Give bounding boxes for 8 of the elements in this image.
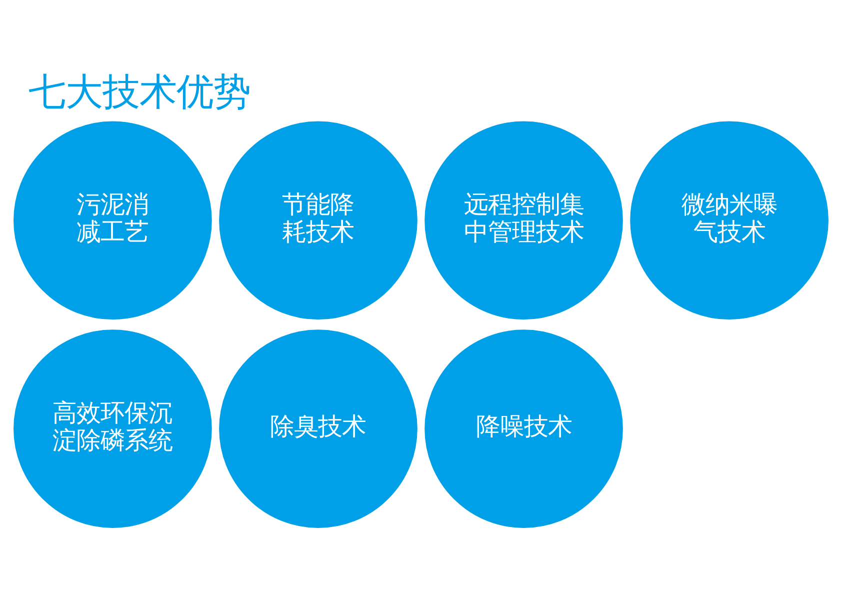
node-circle: 污泥消减工艺	[14, 120, 212, 320]
node-circle: 微纳米曝气技术	[630, 120, 828, 320]
node-circle: 节能降耗技术	[219, 120, 418, 320]
diagram-title: 七大技术优势	[28, 68, 250, 113]
node-circle: 降噪技术	[424, 329, 623, 528]
node-circle: 除臭技术	[219, 329, 418, 528]
node-circle: 高效环保沉淀除磷系统	[14, 329, 212, 528]
node-circle: 远程控制集中管理技术	[424, 120, 623, 320]
